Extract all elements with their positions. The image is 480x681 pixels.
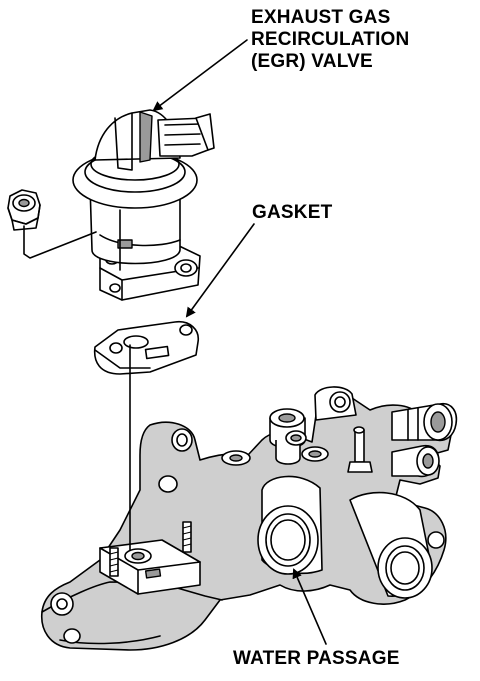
gasket-callout-arrow: [185, 223, 255, 318]
egr-label-line-3: (EGR) VALVE: [251, 51, 373, 72]
nut-leader-line: [23, 225, 97, 259]
egr-valve: [72, 109, 215, 301]
egr-label-line-2: RECIRCULATION: [251, 29, 410, 50]
water-passage-label: WATER PASSAGE: [233, 648, 400, 669]
water-outlet-housing: [41, 386, 458, 651]
flange-nut: [7, 189, 41, 231]
egr-gasket: [93, 320, 200, 375]
egr-callout-arrow: [152, 39, 248, 112]
gasket-label: GASKET: [252, 202, 333, 223]
egr-label-line-1: EXHAUST GAS: [251, 7, 391, 28]
water-passage-callout-arrow: [292, 568, 327, 645]
egr-valve-label: EXHAUST GAS RECIRCULATION (EGR) VALVE: [251, 7, 409, 73]
